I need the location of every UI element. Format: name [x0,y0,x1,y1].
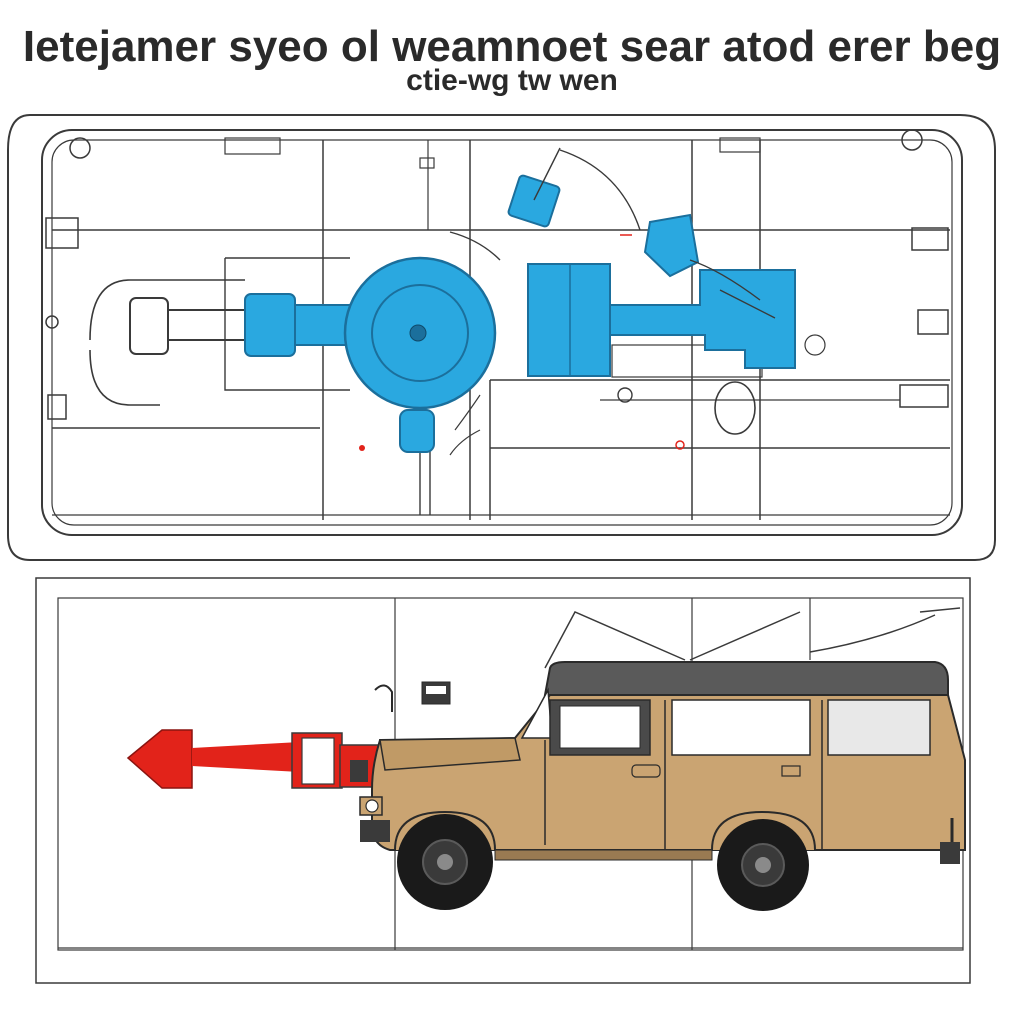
left-bracket [45,217,79,249]
red-indicator [675,440,685,450]
vehicle-roof [543,661,949,696]
output-arm [609,269,796,369]
red-indicator [359,445,365,451]
front-wheel-cap [437,854,453,870]
rear-wheel-cap [755,857,771,873]
vehicle-panel-frame [35,577,971,984]
vehicle-panel [35,577,971,984]
corner-bolt [901,129,923,151]
flange-left [244,293,296,357]
running-board [494,849,713,861]
winch-mount-face [350,760,368,782]
wiring [449,147,776,319]
small-bolt [617,387,633,403]
side-mirror [374,684,393,712]
right-bracket [899,384,949,408]
arrow-head [126,729,193,789]
door-handle [631,764,661,778]
panel-inner-frame [41,129,963,536]
vehicle-window-mid [671,699,811,756]
headlight [365,799,379,813]
vehicle-windshield [520,687,553,739]
vehicle-hood [379,737,521,771]
upper-actuator [643,213,700,278]
cable-line [544,607,961,669]
left-bracket [47,394,67,420]
top-fitting [419,157,435,169]
right-harness [714,381,756,435]
right-bracket [911,227,949,251]
front-skid [360,820,390,842]
sensor-box [507,174,561,228]
red-direction-arrow [126,729,383,789]
wiring [449,394,481,456]
corner-bolt [69,137,91,159]
door-handle [781,765,801,777]
winch-drum [301,737,335,785]
blue-drivetrain-assembly [244,147,796,456]
top-fitting [224,137,281,155]
chassis-schematic-panel [7,114,996,561]
right-bracket [917,309,949,335]
rear-hitch [940,842,960,864]
top-fitting [719,137,761,153]
drive-line [89,349,160,406]
drive-line [89,279,245,341]
panel-inner-frame-2 [51,139,953,526]
vehicle-window-rear [827,699,931,756]
left-bolt [45,315,59,329]
diagram-subtitle: ctie-wg tw wen [406,64,618,97]
gearbox-block [527,263,611,377]
drive-coupler [129,297,169,355]
vehicle-window-front-glass [559,705,641,749]
main-housing-hub [409,324,427,342]
diagram-title: Ietejamer syeo ol weamnoet sear atod ere… [22,22,1002,71]
arrow-shaft [192,742,300,772]
housing-lower-knob [399,409,435,453]
suv-vehicle [359,661,966,911]
panel-outer-frame [7,114,996,561]
roof-box-face [426,686,446,694]
small-bolt [804,334,826,356]
routing-line [224,257,350,391]
